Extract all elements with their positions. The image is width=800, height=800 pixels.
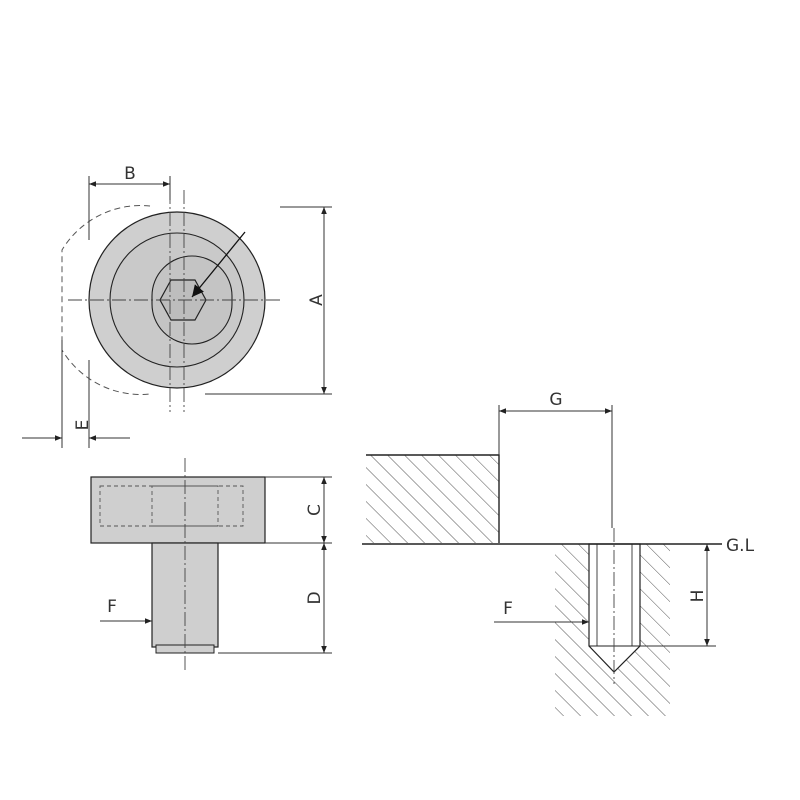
dim-c-label: C (305, 504, 325, 516)
eccentric-swing-outline (61, 205, 151, 395)
dim-b-label: B (124, 164, 136, 184)
dim-f-right-label: F (503, 599, 513, 619)
raised-block-hatch (366, 455, 499, 543)
ground-line-label: G.L (726, 536, 755, 556)
head-body (90, 476, 266, 544)
dim-h-label: H (688, 590, 708, 603)
dim-a-label: A (307, 294, 327, 306)
installation-view: G.L G H F (362, 390, 755, 716)
head-hidden-counterbore (99, 485, 244, 527)
dim-e-label: E (73, 420, 93, 431)
dim-f-left-label: F (107, 597, 117, 617)
dim-d-label: D (305, 591, 325, 604)
arrow-icon (191, 231, 246, 298)
top-view: A B E (22, 164, 332, 448)
head-hidden-socket (151, 485, 219, 527)
dim-g-label: G (549, 390, 562, 410)
side-view: C D F (90, 458, 332, 672)
